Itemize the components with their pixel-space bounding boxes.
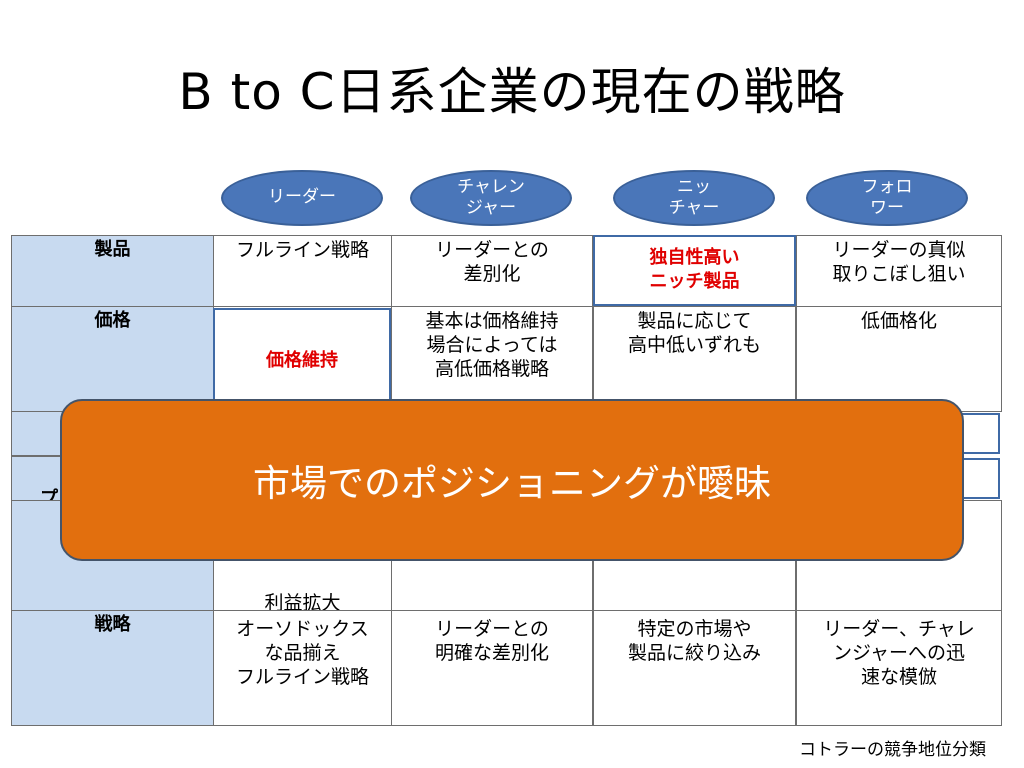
cell-product-leader: フルライン戦略 — [213, 235, 392, 307]
positioning-overlay: 市場でのポジショニングが曖昧 — [60, 399, 964, 561]
cell-strategy-follower: リーダー、チャレ ンジャーへの迅 速な模倣 — [796, 610, 1002, 726]
row-header-product: 製品 — [11, 235, 214, 307]
cell-product-nicher: 独自性高い ニッチ製品 — [593, 235, 796, 306]
oval-nicher: ニッ チャー — [613, 170, 775, 226]
cell-strategy-challenger: リーダーとの 明確な差別化 — [391, 610, 593, 726]
page-title: B to C日系企業の現在の戦略 — [178, 63, 846, 121]
row-header-strategy: 戦略 — [11, 610, 214, 726]
row-header-price: 価格 — [11, 306, 214, 412]
cell-price-nicher: 製品に応じて 高中低いずれも — [593, 306, 796, 412]
oval-challenger: チャレン ジャー — [410, 170, 572, 226]
cell-price-challenger: 基本は価格維持 場合によっては 高低価格戦略 — [391, 306, 593, 412]
oval-follower: フォロ ワー — [806, 170, 968, 226]
cell-strategy-leader: オーソドックス な品揃え フルライン戦略 — [213, 610, 392, 726]
cell-strategy-nicher: 特定の市場や 製品に絞り込み — [593, 610, 796, 726]
overlay-text: 市場でのポジショニングが曖昧 — [253, 462, 771, 505]
cell-row5-leader-text: 利益拡大 — [264, 592, 341, 614]
cell-product-follower: リーダーの真似 取りこぼし狙い — [796, 235, 1002, 307]
cell-product-challenger: リーダーとの 差別化 — [391, 235, 593, 307]
oval-leader: リーダー — [221, 170, 383, 226]
cell-price-leader: 価格維持 — [213, 308, 391, 410]
cell-price-follower: 低価格化 — [796, 306, 1002, 412]
source-caption: コトラーの競争地位分類 — [799, 740, 986, 760]
